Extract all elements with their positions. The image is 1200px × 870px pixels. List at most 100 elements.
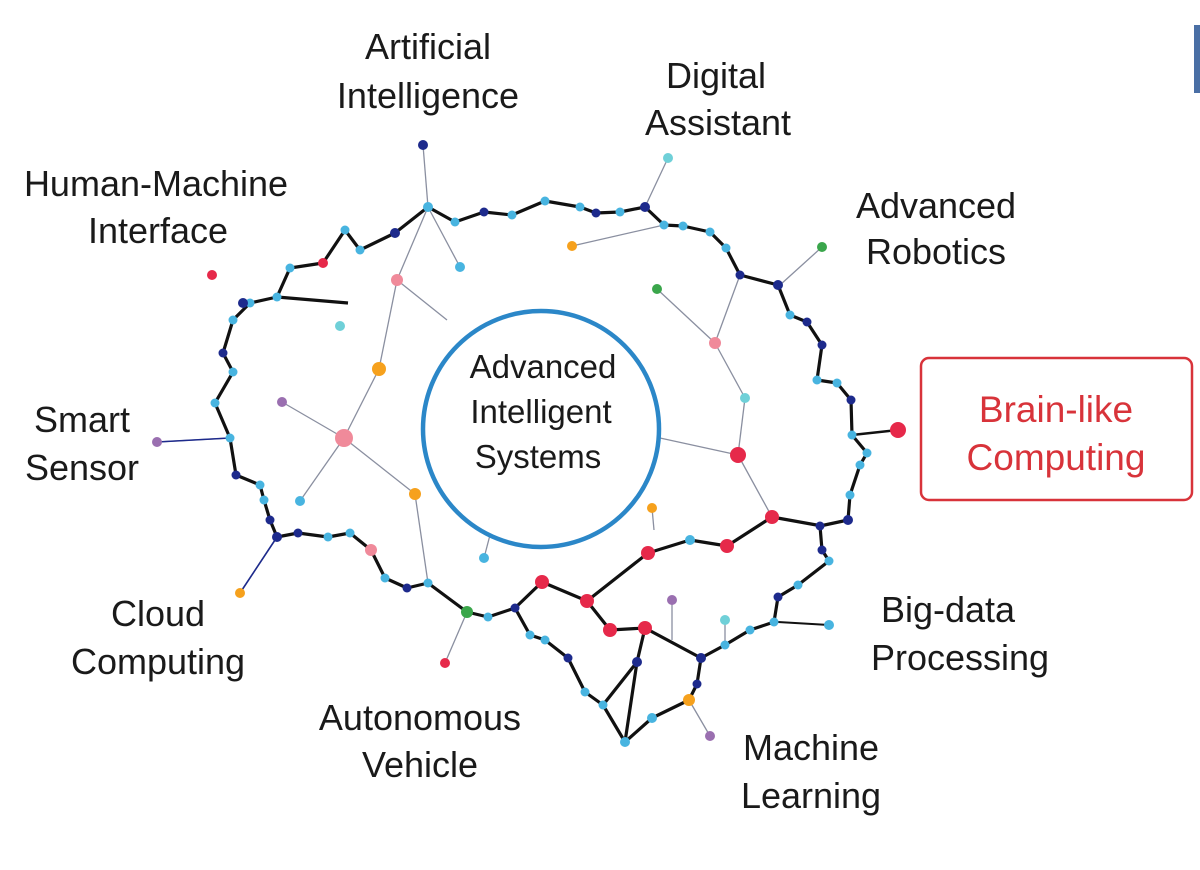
network-node xyxy=(372,362,386,376)
label-robotics-line2: Robotics xyxy=(866,231,1006,272)
network-node xyxy=(765,510,779,524)
label-bigdata-line1: Big-data xyxy=(881,589,1016,630)
outline-branch-lower xyxy=(513,580,702,660)
center-ring xyxy=(420,308,662,550)
network-node xyxy=(525,630,535,640)
spoke-line-18 xyxy=(343,437,416,495)
outline-tail-left xyxy=(601,661,639,706)
network-node xyxy=(817,340,827,350)
label-vehicle-line2: Vehicle xyxy=(362,744,478,785)
network-node xyxy=(685,535,695,545)
network-node xyxy=(730,447,746,463)
outline-hmi-spoke xyxy=(276,295,349,305)
network-node xyxy=(720,615,730,625)
spoke-line-9 xyxy=(714,274,741,344)
network-node xyxy=(563,653,573,663)
network-node xyxy=(817,242,827,252)
network-node xyxy=(641,546,655,560)
network-node xyxy=(843,515,853,525)
network-node xyxy=(355,245,365,255)
network-node xyxy=(720,539,734,553)
label-assistant-line1: Digital xyxy=(666,55,766,96)
network-node xyxy=(785,310,795,320)
network-node xyxy=(272,532,282,542)
network-node xyxy=(567,241,577,251)
label-brain-line2: Computing xyxy=(967,437,1146,478)
network-node xyxy=(418,140,428,150)
network-node xyxy=(340,225,350,235)
label-ml-line2: Learning xyxy=(741,775,881,816)
highlight-box xyxy=(919,356,1194,502)
network-node xyxy=(855,460,865,470)
network-node xyxy=(580,687,590,697)
network-node xyxy=(832,378,842,388)
spoke-line-5 xyxy=(644,157,669,208)
network-node xyxy=(455,262,465,272)
label-robotics-line1: Advanced xyxy=(856,185,1016,226)
network-node xyxy=(735,270,745,280)
label-hmi-line2: Interface xyxy=(88,210,228,251)
center-title-line3: Systems xyxy=(475,438,602,475)
network-node xyxy=(285,263,295,273)
network-node xyxy=(483,612,493,622)
outline-branch-upper xyxy=(586,515,823,603)
network-node xyxy=(409,488,421,500)
spoke-line-15 xyxy=(281,401,345,439)
network-node xyxy=(845,490,855,500)
network-node xyxy=(683,694,695,706)
network-node xyxy=(647,503,657,513)
network-node xyxy=(817,545,827,555)
spoke-bigdata xyxy=(777,621,830,626)
network-node xyxy=(245,298,255,308)
network-node xyxy=(721,243,731,253)
network-node xyxy=(678,221,688,231)
network-node xyxy=(479,207,489,217)
network-node xyxy=(450,217,460,227)
network-node xyxy=(210,398,220,408)
network-node xyxy=(238,298,248,308)
spoke-line-2 xyxy=(396,206,429,281)
spoke-line-26 xyxy=(688,699,711,737)
network-node xyxy=(479,553,489,563)
network-node xyxy=(218,348,228,358)
network-node xyxy=(235,588,245,598)
label-assistant-line2: Assistant xyxy=(645,102,791,143)
network-node xyxy=(659,220,669,230)
network-node xyxy=(709,337,721,349)
spoke-line-22 xyxy=(444,611,468,664)
spoke-lines xyxy=(156,144,899,737)
label-sensor-line1: Smart xyxy=(34,399,130,440)
network-node xyxy=(824,556,834,566)
network-node xyxy=(824,620,834,630)
network-node xyxy=(335,429,353,447)
label-sensor-line2: Sensor xyxy=(25,447,139,488)
network-node xyxy=(598,700,608,710)
network-node xyxy=(540,635,550,645)
network-node xyxy=(507,210,517,220)
network-node xyxy=(705,227,715,237)
spoke-line-3 xyxy=(378,279,398,370)
network-node xyxy=(295,496,305,506)
network-node xyxy=(769,617,779,627)
network-node xyxy=(638,621,652,635)
network-nodes xyxy=(152,140,906,747)
network-node xyxy=(846,395,856,405)
network-node xyxy=(802,317,812,327)
network-node xyxy=(663,153,673,163)
label-brain-line1: Brain-like xyxy=(979,389,1133,430)
network-node xyxy=(510,603,520,613)
network-node xyxy=(277,397,287,407)
network-node xyxy=(345,528,355,538)
network-node xyxy=(152,437,162,447)
network-node xyxy=(390,228,400,238)
spoke-sensor xyxy=(156,437,231,443)
network-node xyxy=(365,544,377,556)
network-node xyxy=(773,592,783,602)
network-node xyxy=(272,292,282,302)
network-node xyxy=(603,623,617,637)
network-node xyxy=(740,393,750,403)
network-node xyxy=(259,495,269,505)
network-node xyxy=(228,367,238,377)
network-node xyxy=(696,653,706,663)
